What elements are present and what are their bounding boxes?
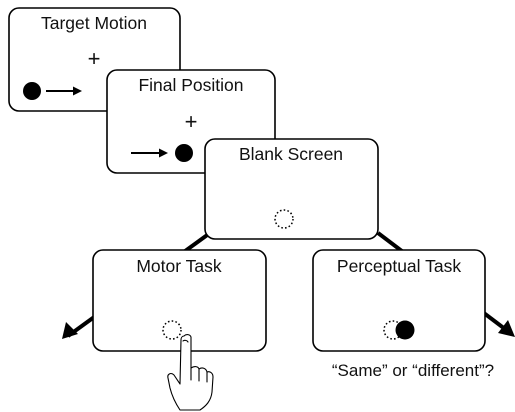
fixation-cross: + xyxy=(185,109,198,134)
same-different-question: “Same” or “different”? xyxy=(332,361,494,380)
target-motion-title: Target Motion xyxy=(41,13,147,33)
arrowhead-perceptual xyxy=(498,320,515,337)
perceptual-task-box xyxy=(312,249,486,352)
perceptual-task-title: Perceptual Task xyxy=(337,256,461,276)
filled-dot-icon xyxy=(23,82,41,100)
dotted-circle-icon xyxy=(162,320,182,340)
blank-screen-title: Blank Screen xyxy=(239,144,343,164)
perceptual-task-screen: Perceptual Task xyxy=(312,249,486,352)
motor-task-title: Motor Task xyxy=(136,256,222,276)
motor-task-box xyxy=(92,249,267,352)
filled-dot-icon xyxy=(395,320,415,340)
blank-screen: Blank Screen xyxy=(204,138,379,240)
filled-dot-icon xyxy=(175,144,193,162)
final-position-title: Final Position xyxy=(138,75,243,95)
pointing-hand-icon xyxy=(167,334,214,411)
arrowhead-motor xyxy=(62,322,78,339)
dotted-circle-icon xyxy=(274,209,294,229)
blank-screen-box xyxy=(204,138,379,240)
fixation-cross: + xyxy=(88,46,101,71)
motor-task-screen: Motor Task xyxy=(92,249,267,352)
